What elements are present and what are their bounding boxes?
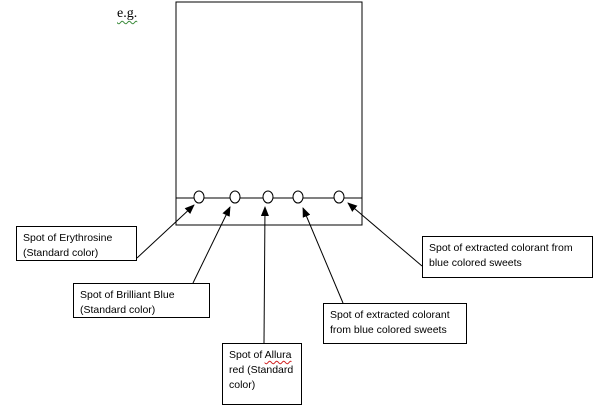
arrow-erythrosine [136,204,195,259]
arrow-allura-red [260,206,269,344]
label-allura-red: Spot of Allura red (Standard color) [222,343,302,405]
label-extracted-2: Spot of extracted colorant from blue col… [422,236,593,278]
spot-extracted-1 [292,190,304,204]
spot-allura-red [262,190,274,204]
label-erythrosine-line1: Spot of Erythrosine [23,232,113,244]
label-allura-line2: red (Standard [229,364,294,376]
label-brilliant-blue-line1: Spot of Brilliant Blue [80,289,175,301]
label-allura-line1: Spot of Allura [229,348,295,363]
label-extracted-1: Spot of extracted colorant from blue col… [323,303,467,344]
arrow-brilliant-blue [192,206,231,284]
chromatography-paper [175,1,363,226]
label-erythrosine-line2: (Standard color) [23,247,99,259]
spot-erythrosine [193,190,205,204]
spot-brilliant-blue [229,190,241,204]
label-allura-word: Allura [264,349,292,361]
label-erythrosine: Spot of Erythrosine (Standard color) [16,226,137,261]
label-allura-line3: color) [229,379,256,391]
eg-label: e.g. [117,6,138,21]
label-extracted-1-line1: Spot of extracted colorant [330,309,450,321]
arrow-extracted-1 [302,207,344,304]
label-allura-line1a: Spot of [229,349,265,361]
arrow-extracted-2 [347,202,423,267]
label-brilliant-blue: Spot of Brilliant Blue (Standard color) [73,283,210,318]
label-brilliant-blue-line2: (Standard color) [80,304,156,316]
label-extracted-2-line1: Spot of extracted colorant from [429,242,573,254]
spot-extracted-2 [333,190,345,204]
label-extracted-2-line2: blue colored sweets [429,257,522,269]
label-extracted-1-line2: from blue colored sweets [330,324,447,336]
